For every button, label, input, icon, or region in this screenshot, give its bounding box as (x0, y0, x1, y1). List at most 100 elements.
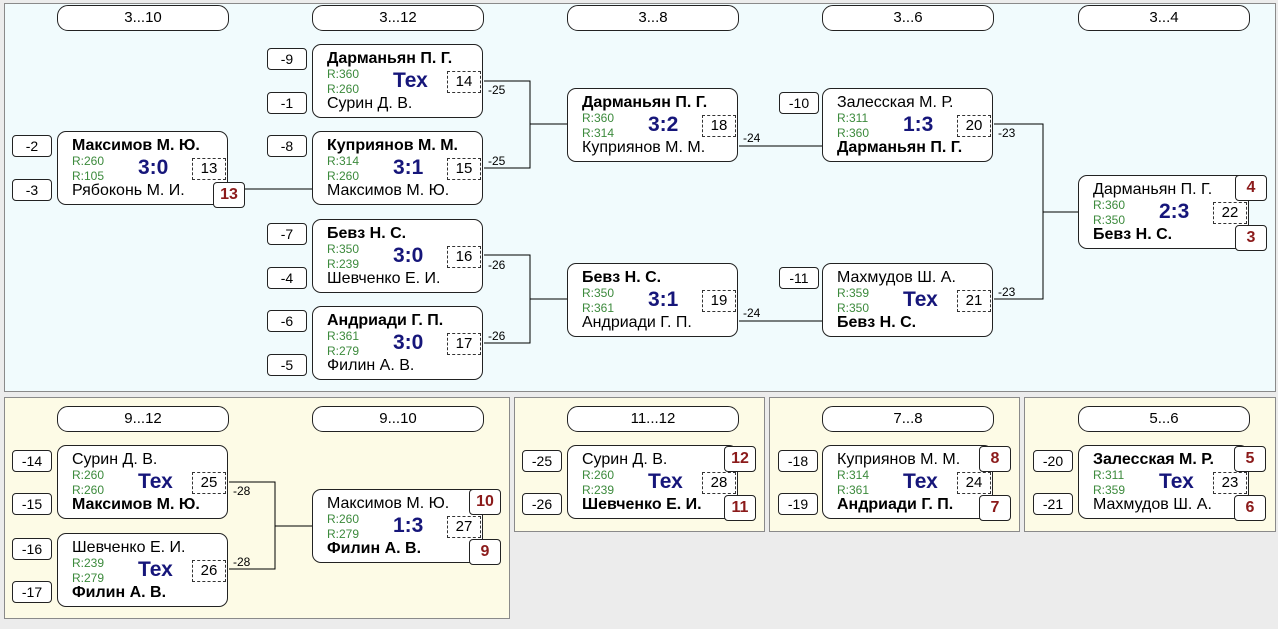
place-badge: 3 (1235, 225, 1267, 251)
rating-top: R:360 (1093, 198, 1126, 212)
match-16[interactable]: Бевз Н. С. R:350 R:239 3:0 16 Шевченко Е… (312, 219, 483, 293)
seed-box: -15 (12, 493, 52, 515)
seed-box: -6 (267, 310, 307, 332)
place-badge: 10 (469, 489, 501, 515)
loser-link-label: -23 (998, 126, 1016, 140)
rating-bottom: R:239 (327, 257, 360, 271)
player-top: Максимов М. Ю. (327, 495, 450, 512)
match-number: 18 (702, 115, 736, 137)
match-24[interactable]: Куприянов М. М. R:314 R:361 Тех 24 Андри… (822, 445, 993, 519)
seed-box: -19 (778, 493, 818, 515)
place-badge: 6 (1234, 495, 1266, 521)
match-score: Тех (1159, 470, 1194, 493)
match-number: 19 (702, 290, 736, 312)
match-number: 27 (447, 516, 481, 538)
rating-top: R:260 (327, 512, 360, 526)
loser-link-label: -24 (743, 131, 761, 145)
loser-link-label: -24 (743, 306, 761, 320)
rating-bottom: R:361 (837, 483, 870, 497)
match-number: 16 (447, 246, 481, 268)
match-13[interactable]: Максимов М. Ю. R:260 R:105 3:0 13 Рябоко… (57, 131, 228, 205)
match-28[interactable]: Сурин Д. В. R:260 R:239 Тех 28 Шевченко … (567, 445, 738, 519)
seed-box: -20 (1033, 450, 1073, 472)
rating-top: R:350 (582, 286, 615, 300)
seed-box: -18 (778, 450, 818, 472)
match-15[interactable]: Куприянов М. М. R:314 R:260 3:1 15 Макси… (312, 131, 483, 205)
connector-25-27 (229, 481, 313, 527)
seed-box: -14 (12, 450, 52, 472)
player-bottom: Максимов М. Ю. (72, 496, 200, 513)
player-top: Куприянов М. М. (327, 137, 458, 154)
place-badge: 7 (979, 495, 1011, 521)
rating-top: R:360 (582, 111, 615, 125)
rating-top: R:361 (327, 329, 360, 343)
match-26[interactable]: Шевченко Е. И. R:239 R:279 Тех 26 Филин … (57, 533, 228, 607)
round-header: 9...12 (57, 406, 229, 432)
connector-15-18 (484, 124, 531, 169)
player-bottom: Сурин Д. В. (327, 95, 413, 112)
rating-bottom: R:361 (582, 301, 615, 315)
match-number: 25 (192, 472, 226, 494)
player-top: Дарманьян П. Г. (582, 94, 708, 111)
match-number: 21 (957, 290, 991, 312)
player-top: Бевз Н. С. (582, 269, 662, 286)
match-score: 3:1 (648, 288, 679, 311)
rating-bottom: R:239 (582, 483, 615, 497)
round-header: 3...4 (1078, 5, 1250, 31)
match-19[interactable]: Бевз Н. С. R:350 R:361 3:1 19 Андриади Г… (567, 263, 738, 337)
player-top: Залесская М. Р. (1093, 451, 1214, 468)
seed-box: -1 (267, 92, 307, 114)
match-22[interactable]: Дарманьян П. Г. R:360 R:350 2:3 22 Бевз … (1078, 175, 1249, 249)
loser-link-label: -23 (998, 285, 1016, 299)
player-bottom: Андриади Г. П. (837, 496, 954, 513)
rating-bottom: R:360 (837, 126, 870, 140)
seed-box: -8 (267, 135, 307, 157)
seed-box: -10 (779, 92, 819, 114)
match-17[interactable]: Андриади Г. П. R:361 R:279 3:0 17 Филин … (312, 306, 483, 380)
round-header: 11...12 (567, 406, 739, 432)
rating-bottom: R:260 (72, 483, 105, 497)
connector-16-19 (484, 254, 567, 300)
player-top: Максимов М. Ю. (72, 137, 200, 154)
match-number: 22 (1213, 202, 1247, 224)
match-23[interactable]: Залесская М. Р. R:311 R:359 Тех 23 Махму… (1078, 445, 1249, 519)
place-badge: 9 (469, 539, 501, 565)
player-bottom: Бевз Н. С. (837, 314, 917, 331)
round-header: 3...10 (57, 5, 229, 31)
rating-top: R:311 (837, 111, 869, 125)
rating-bottom: R:279 (327, 344, 360, 358)
match-21[interactable]: Махмудов Ш. А. R:359 R:350 Тех 21 Бевз Н… (822, 263, 993, 337)
match-score: Тех (903, 288, 938, 311)
match-25[interactable]: Сурин Д. В. R:260 R:260 Тех 25 Максимов … (57, 445, 228, 519)
player-bottom: Дарманьян П. Г. (837, 139, 963, 156)
connector-17-19 (484, 299, 531, 344)
round-header: 3...6 (822, 5, 994, 31)
match-20[interactable]: Залесская М. Р. R:311 R:360 1:3 20 Дарма… (822, 88, 993, 162)
rating-bottom: R:279 (327, 527, 360, 541)
match-18[interactable]: Дарманьян П. Г. R:360 R:314 3:2 18 Купри… (567, 88, 738, 162)
player-top: Андриади Г. П. (327, 312, 444, 329)
player-bottom: Шевченко Е. И. (327, 270, 441, 287)
player-top: Дарманьян П. Г. (327, 50, 453, 67)
rating-top: R:360 (327, 67, 360, 81)
match-27[interactable]: Максимов М. Ю. R:260 R:279 1:3 27 Филин … (312, 489, 483, 563)
seed-box: -2 (12, 135, 52, 157)
player-top: Бевз Н. С. (327, 225, 407, 242)
rating-top: R:260 (72, 468, 105, 482)
rating-bottom: R:359 (1093, 483, 1126, 497)
round-header: 3...12 (312, 5, 484, 31)
match-14[interactable]: Дарманьян П. Г. R:360 R:260 Тех 14 Сурин… (312, 44, 483, 118)
rating-bottom: R:105 (72, 169, 105, 183)
match-score: 1:3 (903, 113, 934, 136)
match-number: 23 (1213, 472, 1247, 494)
loser-link-label: -28 (233, 555, 251, 569)
rating-top: R:239 (72, 556, 105, 570)
match-score: Тех (903, 470, 938, 493)
player-bottom: Махмудов Ш. А. (1093, 496, 1212, 513)
player-bottom: Филин А. В. (327, 357, 415, 374)
match-number: 24 (957, 472, 991, 494)
rating-top: R:311 (1093, 468, 1125, 482)
player-bottom: Шевченко Е. И. (582, 496, 702, 513)
seed-box: -26 (522, 493, 562, 515)
player-top: Махмудов Ш. А. (837, 269, 956, 286)
